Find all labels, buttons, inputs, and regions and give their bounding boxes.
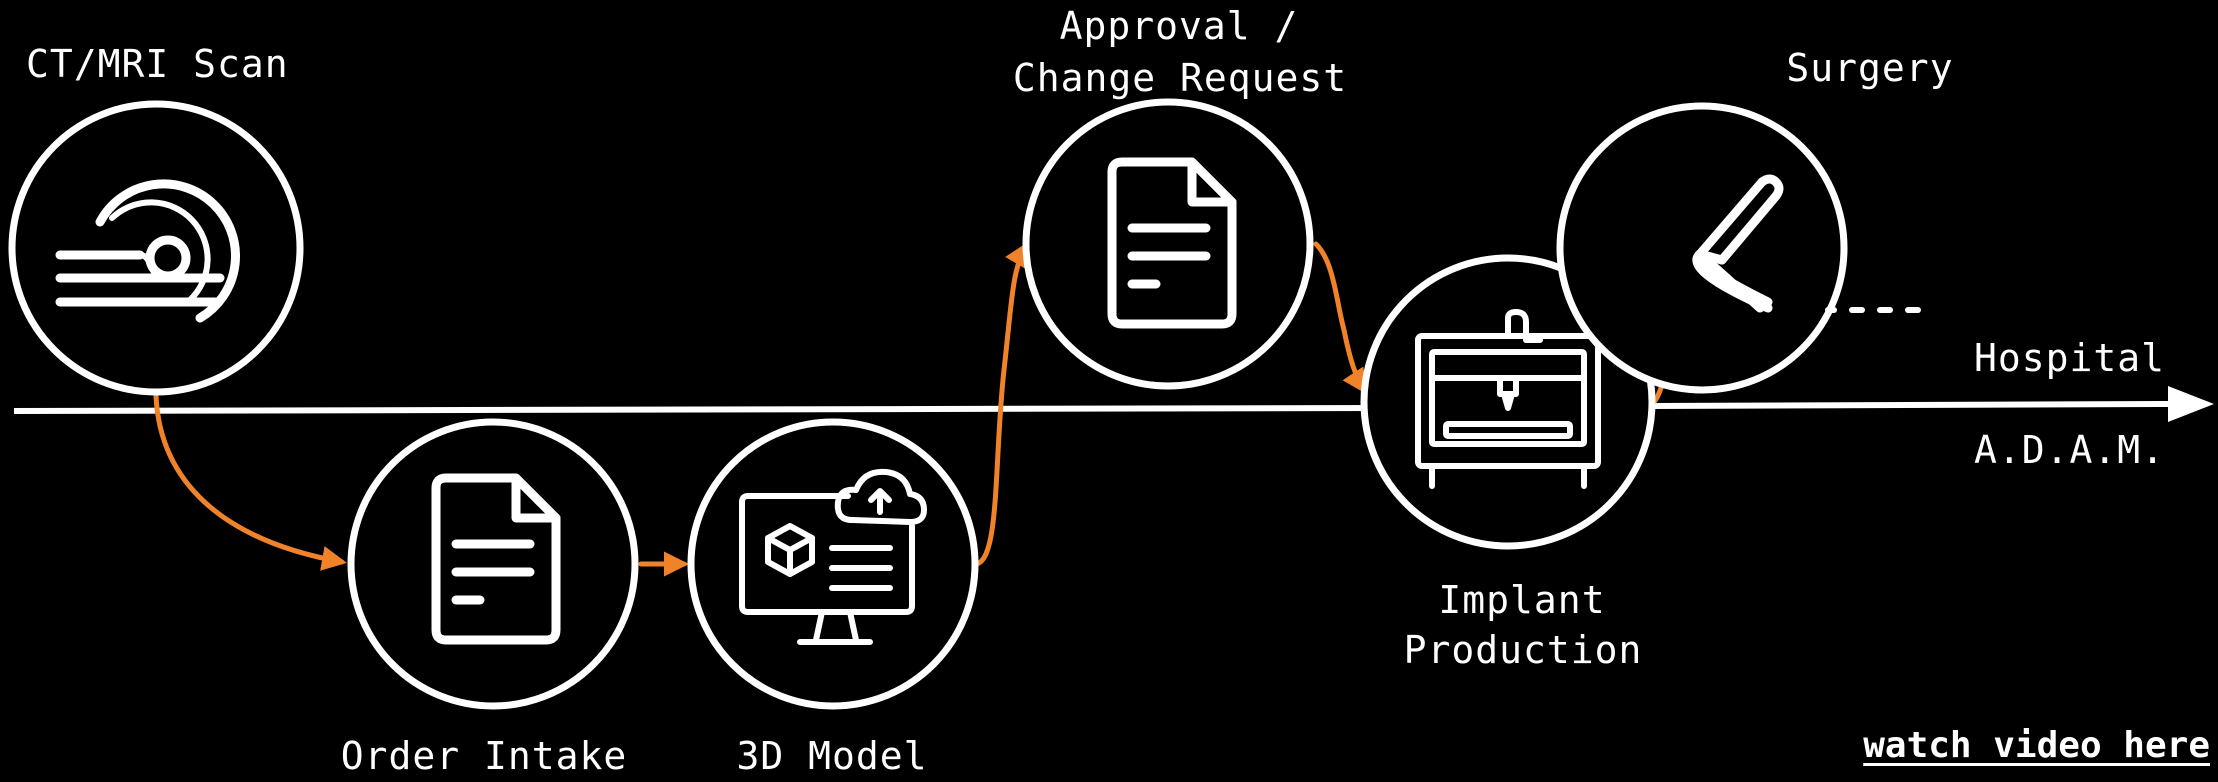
label-order-intake: Order Intake bbox=[340, 734, 628, 778]
label-implant-line1: Implant bbox=[1438, 578, 1606, 622]
lane-label-adam: A.D.A.M. bbox=[1974, 428, 2166, 472]
step-3d-model bbox=[687, 418, 979, 710]
timeline-arrowhead bbox=[2168, 386, 2214, 422]
step-implant-production bbox=[1360, 254, 1656, 550]
label-ct-mri-scan: CT/MRI Scan bbox=[26, 42, 289, 86]
timeline-arrow bbox=[13, 386, 2214, 422]
flow-arrow-approval-to-production bbox=[1313, 241, 1367, 395]
document-icon bbox=[1107, 157, 1237, 329]
lane-label-hospital: Hospital bbox=[1974, 336, 2166, 380]
step-surgery bbox=[1556, 102, 1921, 394]
monitor-cloud-cube-icon bbox=[739, 468, 927, 645]
step-approval-change-request bbox=[1022, 98, 1314, 390]
label-implant-line2: Production bbox=[1403, 628, 1643, 672]
watch-video-link[interactable]: watch video here bbox=[1863, 725, 2210, 766]
label-surgery: Surgery bbox=[1786, 46, 1954, 90]
step-ct-mri-scan bbox=[8, 100, 304, 396]
flow-arrow-model-to-approval bbox=[973, 241, 1029, 567]
flow-arrow-scan-to-intake bbox=[153, 393, 347, 571]
mri-scanner-icon bbox=[55, 179, 240, 323]
step-order-intake bbox=[347, 418, 639, 710]
label-approval-line2: Change Request bbox=[1012, 56, 1348, 100]
label-approval-line1: Approval / bbox=[1059, 4, 1299, 48]
3d-printer-icon bbox=[1415, 309, 1601, 489]
scalpel-icon bbox=[1692, 174, 1921, 313]
label-3d-model: 3D Model bbox=[736, 734, 928, 778]
document-icon bbox=[431, 473, 561, 645]
